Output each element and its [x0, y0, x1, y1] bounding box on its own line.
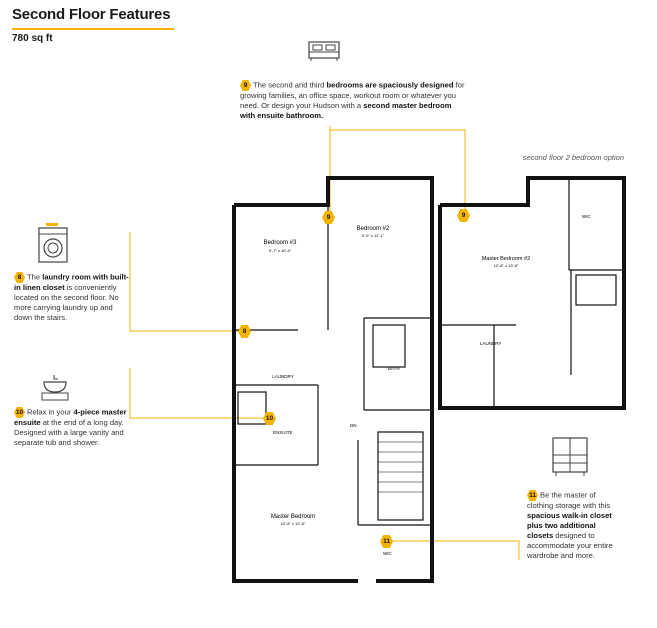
marker-8: 8	[238, 325, 251, 338]
wic-label: WIC	[383, 551, 392, 556]
square-footage: 780 sq ft	[12, 33, 53, 44]
option-laundry-label: LAUNDRY	[480, 341, 501, 346]
bedroom2-label: Bedroom #2	[357, 226, 390, 232]
callout-9-badge: 9	[240, 80, 251, 91]
bed-icon	[308, 41, 340, 61]
master2-dim: 12'-8" x 13'-8"	[494, 263, 519, 268]
floor-plan-main: Bedroom #3 9'-7" x 10'-4" Bedroom #2 9'-…	[232, 176, 434, 583]
bedroom2-dim: 9'-0" x 12'-1"	[362, 233, 385, 238]
sink-vanity-icon	[41, 375, 69, 401]
bedroom3-dim: 9'-7" x 10'-4"	[269, 248, 292, 253]
ensuite-label: ENSUITE	[273, 430, 293, 435]
option-label: second floor 2 bedroom option	[522, 153, 624, 162]
laundry-label: LAUNDRY	[272, 374, 293, 379]
floor-plan-option: Master Bedroom #2 12'-8" x 13'-8" LAUNDR…	[438, 176, 626, 410]
master2-label: Master Bedroom #2	[482, 256, 530, 262]
washer-icon	[38, 223, 68, 263]
marker-11: 11	[380, 535, 393, 548]
master-bedroom-dim: 12'-8" x 12'-8"	[281, 521, 306, 526]
callout-8-badge: 8	[14, 272, 25, 283]
marker-9-main: 9	[322, 211, 335, 224]
closet-dresser-icon	[552, 437, 588, 476]
page-title: Second Floor Features	[12, 6, 171, 23]
option-wic-label: WIC	[582, 214, 591, 219]
master-bedroom-label: Master Bedroom	[271, 514, 315, 520]
callout-10-badge: 10	[14, 407, 25, 418]
title-underline	[12, 28, 174, 30]
bath-label: BATH	[388, 366, 400, 371]
bedroom3-label: Bedroom #3	[264, 240, 297, 246]
stairs-down-label: DN	[350, 423, 357, 428]
callout-11-badge: 11	[527, 490, 538, 501]
marker-10: 10	[263, 412, 276, 425]
marker-9-option: 9	[457, 209, 470, 222]
